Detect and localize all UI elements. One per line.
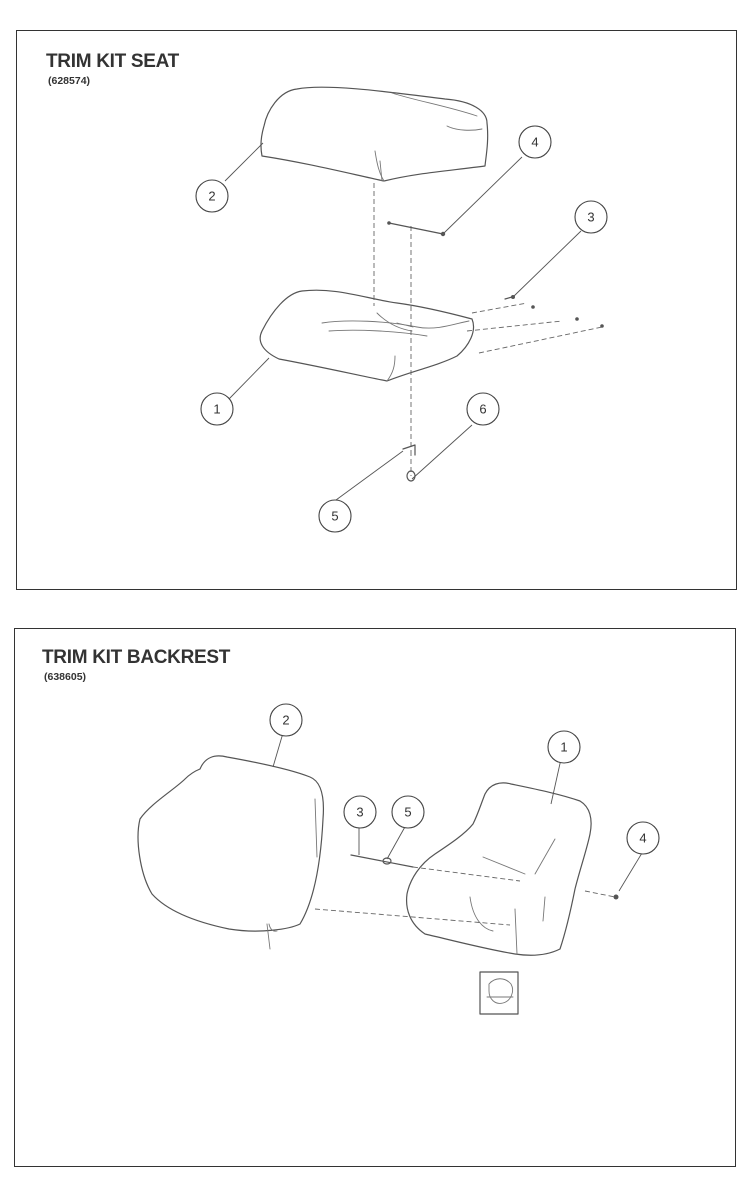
callout-3: 3 <box>343 795 377 829</box>
callout-6: 6 <box>466 392 500 426</box>
callout-2: 2 <box>269 703 303 737</box>
callout-2: 2 <box>195 179 229 213</box>
svg-text:1: 1 <box>213 402 220 417</box>
backrest-part-number: (638605) <box>44 671 87 683</box>
svg-text:2: 2 <box>208 189 215 204</box>
seat-clip <box>402 444 416 456</box>
seat-screws <box>504 295 604 328</box>
svg-text:1: 1 <box>560 740 567 755</box>
seat-top-cover <box>260 86 489 182</box>
svg-text:3: 3 <box>356 805 363 820</box>
svg-text:6: 6 <box>479 402 486 417</box>
svg-text:5: 5 <box>331 509 338 524</box>
callout-1: 1 <box>547 730 581 764</box>
callout-3: 3 <box>574 200 608 234</box>
callout-5: 5 <box>318 499 352 533</box>
callout-1: 1 <box>200 392 234 426</box>
svg-text:4: 4 <box>531 135 538 150</box>
backrest-pin <box>382 857 392 865</box>
svg-text:5: 5 <box>404 805 411 820</box>
backrest-trim-kit-panel: TRIM KIT BACKREST (638605) <box>14 628 736 1167</box>
seat-base-cover <box>259 289 475 382</box>
backrest-plate <box>479 971 519 1015</box>
callout-4: 4 <box>626 821 660 855</box>
callout-5: 5 <box>391 795 425 829</box>
backrest-base <box>405 782 592 956</box>
svg-text:4: 4 <box>639 831 646 846</box>
svg-text:3: 3 <box>587 210 594 225</box>
svg-text:2: 2 <box>282 713 289 728</box>
seat-part-number: (628574) <box>48 75 91 87</box>
seat-trim-kit-panel: TRIM KIT SEAT (628574) <box>16 30 737 590</box>
callout-4: 4 <box>518 125 552 159</box>
seat-panel-title: TRIM KIT SEAT <box>46 51 179 72</box>
backrest-cover <box>137 755 325 950</box>
backrest-exploded-diagram: 1 2 3 4 5 <box>137 703 660 1015</box>
backrest-screw <box>613 894 619 900</box>
backrest-panel-title: TRIM KIT BACKREST <box>42 647 231 668</box>
seat-exploded-diagram: 1 2 3 4 5 6 <box>195 86 608 533</box>
backrest-rod <box>350 854 414 868</box>
seat-rod <box>387 221 446 237</box>
